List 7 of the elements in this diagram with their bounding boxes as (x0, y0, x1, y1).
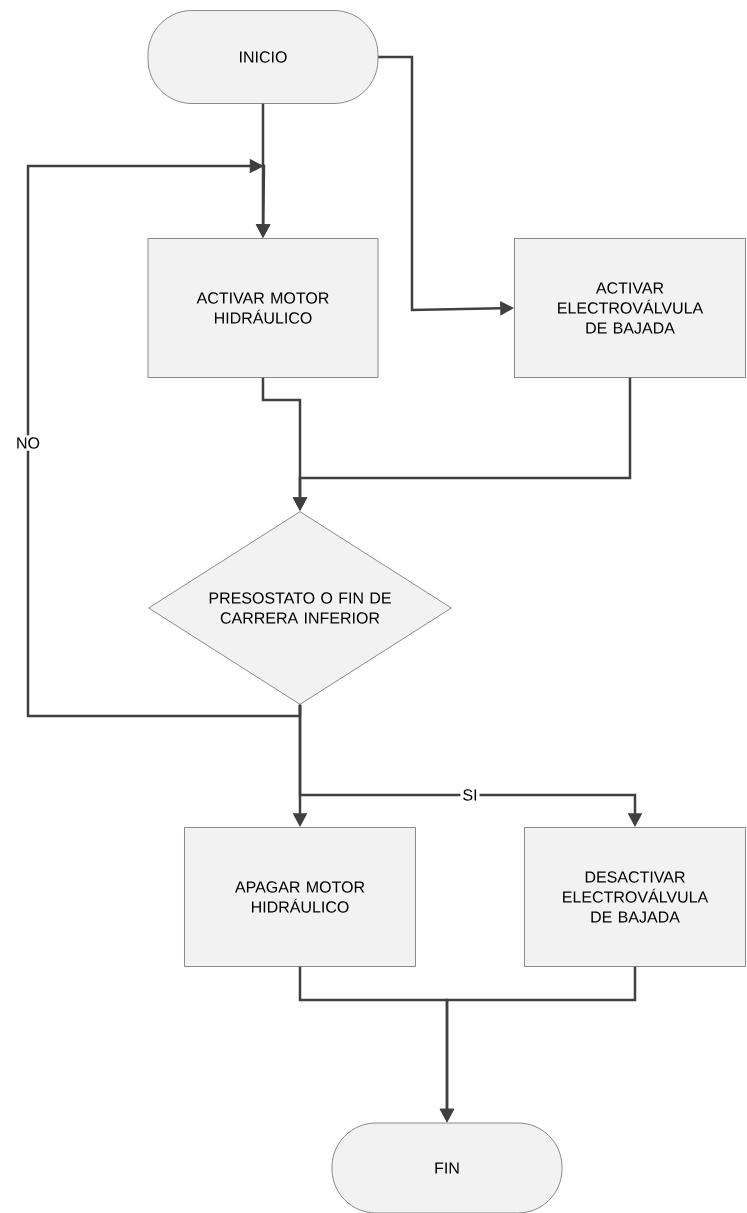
arrow (26, 158, 302, 718)
process-box: DESACTIVAR ELECTROVÁLVULA DE BAJADA (524, 827, 746, 967)
process-box: APAGAR MOTOR HIDRÁULICO (184, 827, 416, 967)
process-box: ACTIVAR MOTOR HIDRÁULICO (147, 238, 379, 378)
process-box: ACTIVAR ELECTROVÁLVULA DE BAJADA (514, 238, 746, 378)
edge-label: SI (460, 787, 480, 803)
edge-label: NO (14, 435, 42, 451)
